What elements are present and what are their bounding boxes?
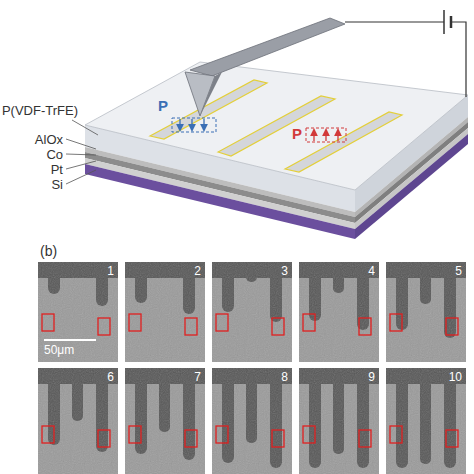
domain-image-panel: 4 bbox=[299, 262, 379, 362]
frame-number: 9 bbox=[368, 371, 375, 384]
frame-number: 1 bbox=[107, 265, 114, 278]
domain-image-panel: 2 bbox=[125, 262, 205, 362]
domain-pattern bbox=[386, 262, 466, 362]
layer-label: P(VDF-TrFE) bbox=[2, 103, 78, 118]
panel-label: (b) bbox=[40, 244, 57, 259]
frame-number: 3 bbox=[281, 265, 288, 278]
domain-image-panel: 9 bbox=[299, 368, 379, 474]
domain-image-panel: 8 bbox=[212, 368, 292, 474]
domain-image-panel: 6 bbox=[38, 368, 118, 474]
domain-image-panel: 1 50μm bbox=[38, 262, 118, 362]
frame-number: 6 bbox=[107, 371, 114, 384]
layer-label: AlOx bbox=[35, 132, 63, 147]
domain-image-panel: 3 bbox=[212, 262, 292, 362]
frame-number: 10 bbox=[449, 371, 462, 384]
domain-pattern bbox=[299, 262, 379, 362]
layer-label: Pt bbox=[51, 162, 63, 177]
frame-number: 4 bbox=[368, 265, 375, 278]
domain-image-panel: 5 bbox=[386, 262, 466, 362]
polarization-label: P bbox=[158, 98, 168, 113]
polarization-label: P bbox=[292, 126, 302, 141]
domain-pattern bbox=[125, 262, 205, 362]
domain-image-panel: 10 bbox=[386, 368, 466, 474]
domain-image-panel: 7 bbox=[125, 368, 205, 474]
layer-label: Co bbox=[46, 147, 63, 162]
domain-pattern bbox=[299, 368, 379, 474]
domain-pattern bbox=[212, 262, 292, 362]
frame-number: 5 bbox=[455, 265, 462, 278]
layer-label: Si bbox=[51, 177, 63, 192]
scale-bar-label: 50μm bbox=[44, 344, 74, 357]
frame-number: 7 bbox=[194, 371, 201, 384]
domain-pattern bbox=[38, 368, 118, 474]
frame-number: 8 bbox=[281, 371, 288, 384]
domain-pattern bbox=[212, 368, 292, 474]
domain-pattern bbox=[125, 368, 205, 474]
frame-number: 2 bbox=[194, 265, 201, 278]
